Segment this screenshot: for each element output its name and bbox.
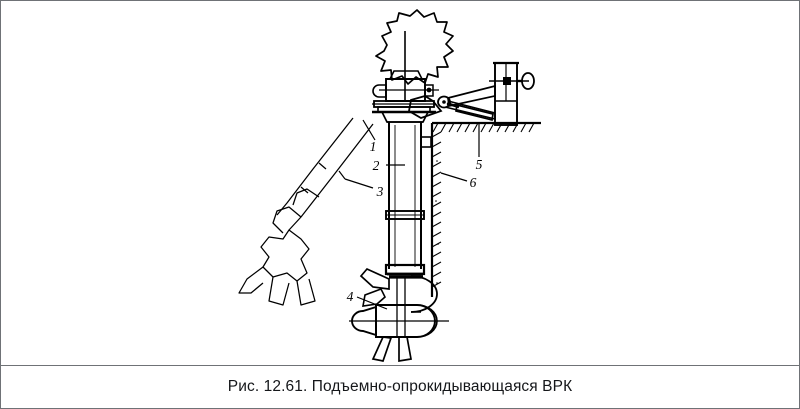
break-line-outline xyxy=(375,9,454,85)
figure-caption: Рис. 12.61. Подъемно-опрокидывающаяся ВР… xyxy=(227,378,573,395)
callout-numbers: 1 2 3 4 5 6 xyxy=(347,139,483,304)
tilt-hydraulic-mechanism xyxy=(408,61,535,126)
callout-leader-lines xyxy=(338,119,480,310)
deck-hatching xyxy=(432,122,535,133)
hull-structure xyxy=(430,121,541,297)
hull-wall-hatching xyxy=(431,131,442,288)
upper-gearbox-assembly xyxy=(372,31,439,123)
callout-label-1: 1 xyxy=(370,139,377,154)
callout-label-3: 3 xyxy=(376,184,384,199)
technical-drawing: 1 2 3 4 5 6 xyxy=(1,1,799,365)
callout-label-2: 2 xyxy=(373,158,380,173)
hull-speckle xyxy=(435,160,439,284)
caption-bar: Рис. 12.61. Подъемно-опрокидывающаяся ВР… xyxy=(1,366,799,408)
caption-divider xyxy=(1,365,799,366)
propeller-pod xyxy=(349,267,449,363)
raised-position-outline xyxy=(238,117,374,306)
drawing-canvas: 1 2 3 4 5 6 xyxy=(238,9,541,363)
vertical-strut-column xyxy=(384,122,432,276)
callout-label-4: 4 xyxy=(347,289,354,304)
callout-label-6: 6 xyxy=(470,175,477,190)
callout-label-5: 5 xyxy=(476,157,483,172)
